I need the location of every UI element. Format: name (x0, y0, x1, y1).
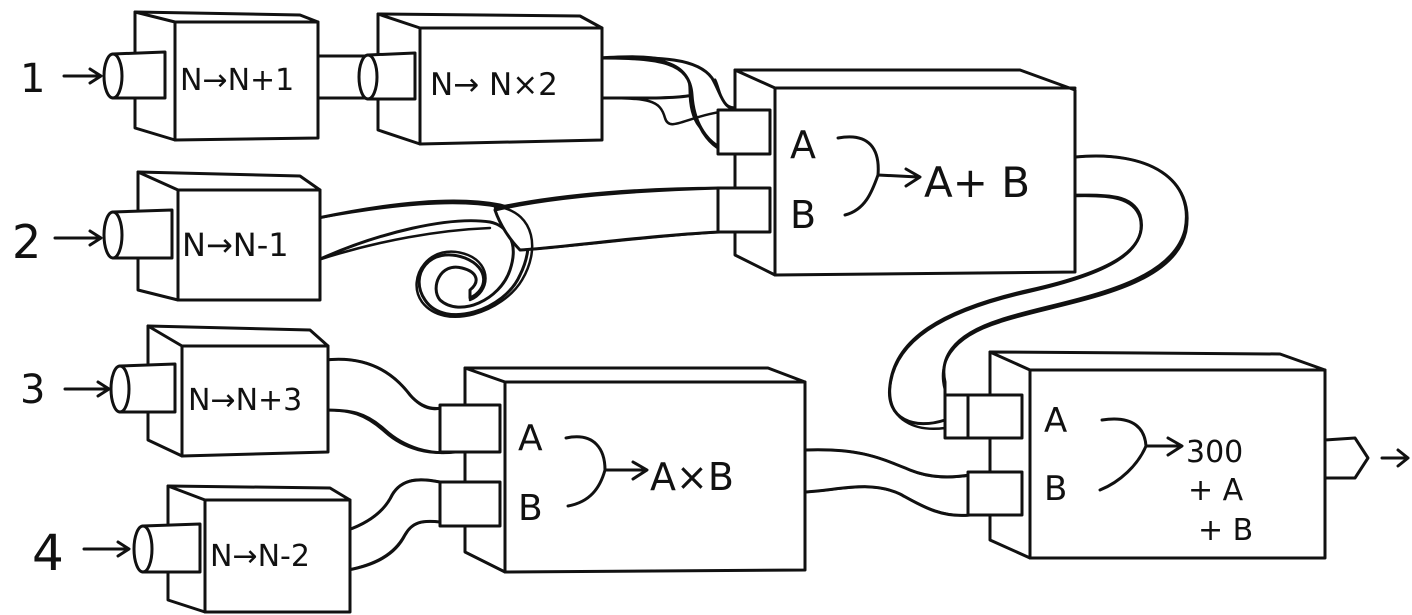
machine-n-plus-1: N→N+1 (102, 10, 320, 142)
combiner-final-result-line-1: 300 (1186, 435, 1243, 470)
hose-m4-to-mul-a (323, 357, 457, 455)
input-3-label: 3 (20, 367, 45, 413)
input-4: 4 (32, 524, 131, 582)
input-3: 3 (20, 367, 111, 413)
hose-m5-to-mul-b (346, 478, 442, 572)
machine-n-plus-1-label: N→N+1 (180, 63, 294, 98)
combiner-add-result: A+ B (924, 158, 1030, 207)
input-3-arrow (63, 380, 111, 398)
input-1: 1 (20, 56, 103, 102)
hose-m3-to-add-b (316, 186, 722, 318)
combiner-final-arrow (1098, 417, 1184, 492)
machine-n-minus-2: N→N-2 (132, 484, 352, 614)
combiner-add-arrow (836, 135, 922, 217)
combiner-add-input-a: A (790, 123, 816, 167)
input-4-label: 4 (32, 524, 64, 582)
input-2-arrow (53, 229, 103, 247)
input-2-label: 2 (12, 215, 41, 269)
combiner-final-result-line-2: + A (1188, 473, 1244, 508)
input-2: 2 (12, 215, 103, 269)
combiner-mul: A B A×B (438, 366, 807, 574)
combiner-add-input-b: B (790, 193, 816, 237)
machine-n-plus-3-label: N→N+3 (188, 383, 302, 418)
combiner-mul-input-a: A (518, 418, 543, 459)
input-1-arrow (62, 67, 103, 85)
combiner-final-result-line-3: + B (1198, 513, 1253, 548)
combiner-final: A B 300 + A + B (966, 350, 1410, 560)
combiner-mul-result: A×B (650, 455, 734, 499)
combiner-final-input-b: B (1044, 469, 1067, 509)
combiner-add: A B A+ B (716, 68, 1077, 277)
hose-mul-to-final-b (803, 448, 974, 517)
combiner-final-input-a: A (1044, 401, 1067, 441)
input-4-arrow (82, 540, 131, 558)
machine-n-minus-2-label: N→N-2 (210, 539, 310, 574)
combiner-mul-input-b: B (518, 488, 543, 529)
machine-n-times-2-label: N→ N×2 (430, 67, 558, 103)
input-1-label: 1 (20, 56, 45, 102)
combiner-mul-arrow (564, 435, 649, 508)
machine-n-plus-3: N→N+3 (109, 324, 330, 458)
machine-n-times-2: N→ N×2 (357, 12, 604, 146)
output-arrow (1380, 448, 1410, 468)
machine-n-minus-1-label: N→N-1 (182, 226, 289, 264)
machine-n-minus-1: N→N-1 (102, 170, 322, 302)
